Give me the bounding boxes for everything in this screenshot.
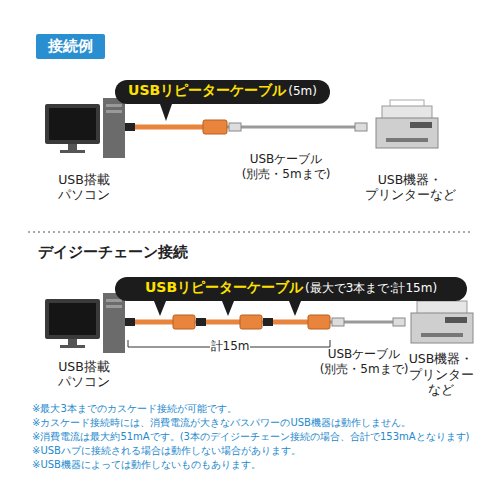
- device-label: USB機器・ プリンター など: [403, 351, 479, 398]
- annotation-label: USBケーブル (別売・5mまで): [318, 347, 410, 377]
- cable-callout: USBリピーターケーブル(最大で3本まで:計15m): [115, 277, 467, 301]
- printer-illustration: [376, 100, 438, 148]
- device-node: USB搭載 パソコン: [40, 290, 128, 390]
- device-label: USB搭載 パソコン: [40, 172, 128, 203]
- note-text: ※カスケード接続時には、消費電流が大きなバスパワーのUSB機器は動作しません。: [32, 417, 494, 430]
- pc-illustration: [45, 98, 125, 158]
- note-text: ※USB機器によっては動作しないものもあります。: [32, 459, 494, 472]
- section-heading: 接続例: [36, 34, 105, 59]
- note-text: ※消費電流は最大約51mAです。(3本のデイジーチェーン接続の場合、合計で153…: [32, 431, 494, 444]
- annotation-label: 計15m: [210, 339, 250, 354]
- cable-name: USBリピーターケーブル: [145, 279, 303, 297]
- cable-name: USBリピーターケーブル: [128, 82, 286, 100]
- device-label: USB搭載 パソコン: [40, 359, 128, 390]
- repeater-cable: [125, 301, 330, 329]
- device-node: USB機器・ プリンター など: [403, 292, 479, 398]
- annotation-label: USBケーブル (別売・5mまで): [236, 152, 336, 182]
- usb-cable: [332, 318, 405, 326]
- device-node: USB搭載 パソコン: [40, 95, 128, 203]
- device-node: USB機器・ プリンターなど: [365, 95, 455, 203]
- section-heading: デイジーチェーン接続: [38, 243, 288, 262]
- usb-cable: [128, 321, 403, 324]
- cable-length: (最大で3本まで:計15m): [305, 280, 437, 297]
- cable-callout: USBリピーターケーブル(5m): [115, 80, 330, 104]
- cable-length: (5m): [288, 84, 317, 98]
- repeater-cable: [125, 104, 227, 134]
- usb-cable: [229, 123, 367, 131]
- printer-illustration: [411, 295, 473, 343]
- pc-illustration: [45, 293, 125, 353]
- divider-line: [28, 232, 472, 233]
- device-label: USB機器・ プリンターなど: [365, 172, 455, 203]
- usb-cable: [128, 126, 365, 129]
- note-text: ※USBハブに接続される場合は動作しない場合があります。: [32, 445, 494, 458]
- note-text: ※最大3本までのカスケード接続が可能です。: [32, 403, 494, 416]
